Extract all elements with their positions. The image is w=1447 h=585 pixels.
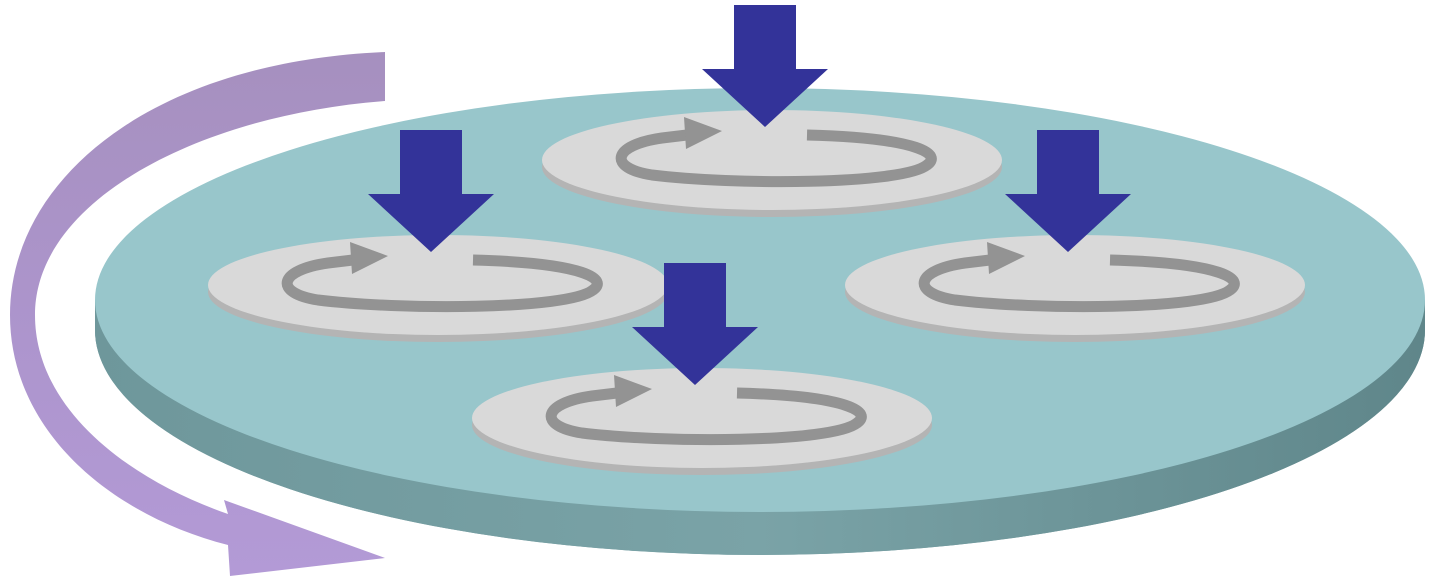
down-arrow-icon [368,130,494,252]
curved-rotation-arrow-icon [10,52,385,576]
carrier-3 [845,130,1305,342]
spin-arrow-icon [918,254,1240,313]
platen-rotation-arrow [10,52,385,576]
carrier-2 [208,130,668,342]
spin-arrow-icon [545,387,867,446]
down-arrow-icon [1005,130,1131,252]
down-arrow-icon [702,5,828,127]
spin-arrowhead-icon [684,117,722,149]
spin-arrowhead-icon [614,375,652,407]
carrier-4 [472,263,932,475]
carriers [208,5,1305,475]
carrier-1 [542,5,1002,217]
spin-arrowhead-icon [987,242,1025,274]
spin-arrow-icon [281,254,603,313]
spin-arrowhead-icon [350,242,388,274]
down-arrow-icon [632,263,758,385]
spin-arrow-icon [615,129,937,188]
